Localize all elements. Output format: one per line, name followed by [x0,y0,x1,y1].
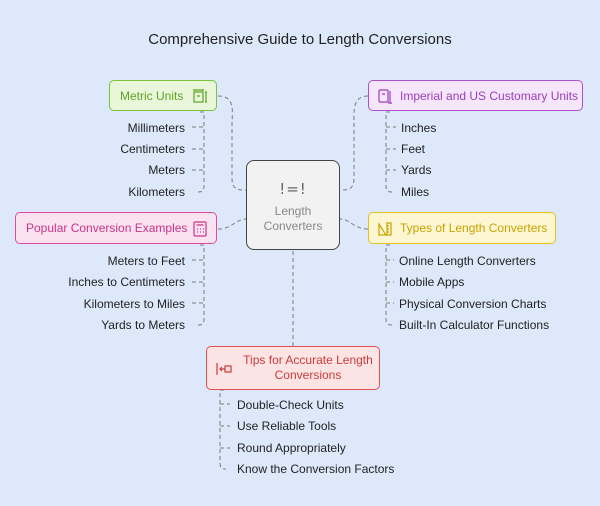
list-item: Online Length Converters [399,254,536,268]
node-popular-examples: Popular Conversion Examples [15,212,217,244]
list-item: Mobile Apps [399,275,465,289]
bracket-imperial [385,111,396,193]
list-item: Meters to Feet [107,254,185,268]
node-types-of-converters: Types of Length Converters [368,212,556,244]
connector-metric [217,95,247,191]
list-item: Feet [401,142,426,156]
list-item: Inches to Centimeters [68,275,185,289]
list-item: Centimeters [120,142,185,156]
list-item: Kilometers [128,185,185,199]
node-metric-units: Metric Units [109,80,217,111]
node-tips-label: Tips for Accurate Length Conversions [243,353,373,382]
bracket-popular [192,244,205,326]
ruler-measure-icon [193,89,207,103]
list-item: Yards [401,163,432,177]
list-item: Physical Conversion Charts [399,297,547,311]
list-item: Know the Conversion Factors [237,462,395,476]
list-item: Millimeters [127,121,185,135]
list-item: Built-In Calculator Functions [399,318,550,332]
node-imperial-label: Imperial and US Customary Units [400,88,579,103]
bracket-metric [192,111,205,193]
node-types-label: Types of Length Converters [400,221,548,235]
list-item: Meters [148,163,185,177]
list-item: Double-Check Units [237,398,344,412]
diagram-title: Comprehensive Guide to Length Conversion… [148,31,452,48]
list-item: Kilometers to Miles [83,297,185,311]
bracket-tips [219,389,230,470]
node-tips: Tips for Accurate Length Conversions [206,346,380,390]
arrow-to-box-icon [216,363,232,375]
connector-popular [217,218,247,230]
connector-types [339,218,369,230]
connector-imperial [339,95,369,191]
list-item: Use Reliable Tools [237,419,337,433]
list-item: Yards to Meters [101,318,185,332]
list-item: Round Appropriately [237,441,346,455]
list-item: Inches [401,121,437,135]
bracket-types [385,244,394,326]
node-imperial-units: Imperial and US Customary Units [368,80,583,111]
not-equal-icon: !=! [279,180,307,198]
ruler-pencil-icon [378,221,392,236]
document-ruler-icon [378,89,392,104]
node-metric-label: Metric Units [120,88,184,103]
list-item: Miles [401,185,430,199]
node-popular-label: Popular Conversion Examples [26,221,188,235]
calculator-icon [193,221,207,237]
